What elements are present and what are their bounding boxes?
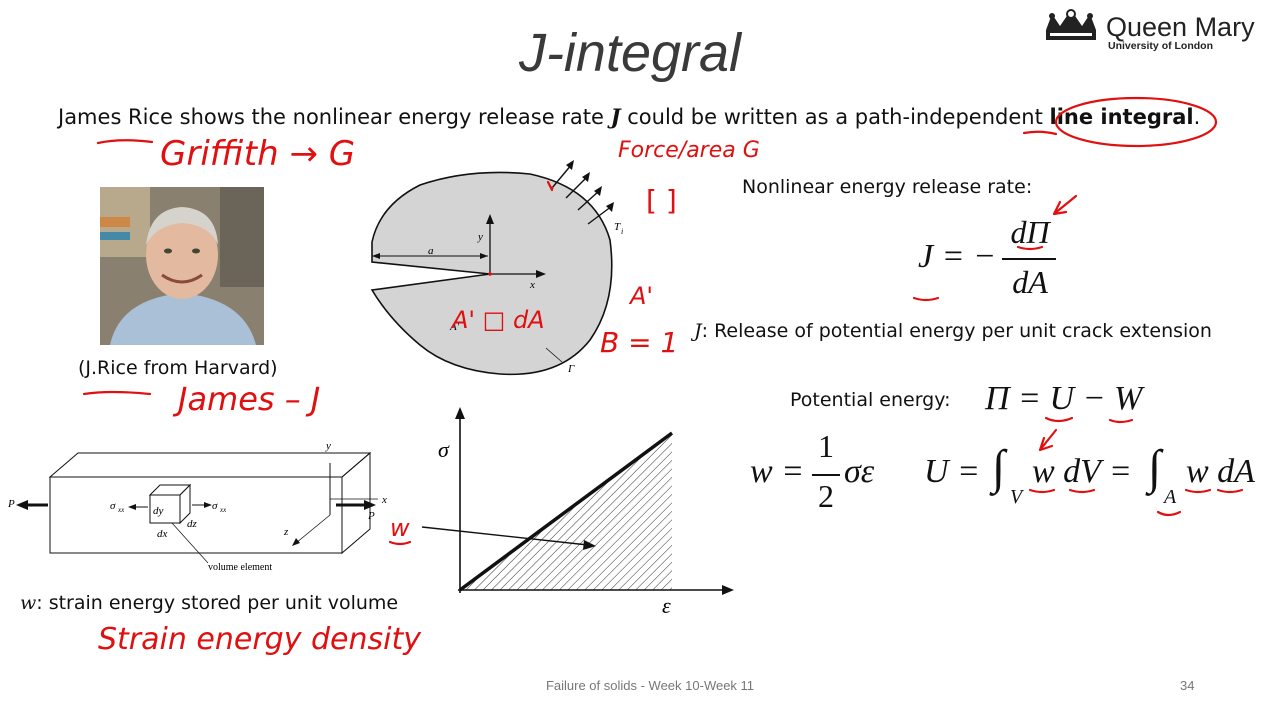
bar-volume-label: volume element	[208, 562, 272, 573]
plot-y-label: σ	[438, 437, 450, 462]
u-sub-V: V	[1010, 486, 1023, 508]
logo-subtitle: University of London	[1108, 40, 1213, 52]
label-y: y	[477, 231, 483, 243]
u-lhs: U =	[924, 453, 980, 490]
u-sub-A: A	[1164, 486, 1177, 508]
annotation-b-equals-1: B = 1	[600, 326, 679, 359]
plot-x-label: ε	[662, 593, 671, 618]
annotation-force-area: Force/area G	[618, 138, 760, 163]
annotation-a-prime: A'	[630, 282, 654, 310]
page-number: 34	[1180, 678, 1195, 693]
logo-name: Queen Mary	[1106, 12, 1255, 42]
w-numerator: 1	[818, 428, 834, 464]
j-lhs: J = −	[918, 238, 996, 275]
portrait-photo	[100, 187, 264, 345]
bar-label-sxx-right-sub: xx	[219, 506, 227, 514]
bar-label-sxx-left-sub: xx	[117, 506, 125, 514]
bar-label-P-right: P	[367, 510, 375, 522]
w-lhs: w =	[750, 453, 805, 490]
label-T-sub: i	[621, 227, 623, 236]
intro-text-2: could be written as a path-independent	[620, 105, 1050, 129]
strain-symbol: w	[20, 592, 37, 614]
bar-label-y: y	[325, 440, 331, 452]
bar-label-sxx-right: σ	[212, 500, 218, 512]
intro-symbol-j: J	[610, 104, 621, 129]
bar-volume-diagram: P P σ xx σ xx dy dz dx y x z volume elem…	[7, 440, 387, 573]
intro-bold-line-integral: line integral	[1049, 105, 1194, 129]
strain-energy-line: w: strain energy stored per unit volume	[20, 592, 398, 614]
strain-text: : strain energy stored per unit volume	[36, 592, 399, 614]
w-fraction-bar	[812, 474, 840, 476]
bar-label-P-left: P	[7, 498, 15, 510]
u-end: w dA	[1186, 453, 1255, 490]
potential-equation: Π = U − W	[985, 380, 1143, 417]
intro-sentence: James Rice shows the nonlinear energy re…	[58, 104, 1200, 129]
label-T: T	[614, 221, 621, 233]
crown-icon	[1046, 9, 1096, 40]
intro-text-1: James Rice shows the nonlinear energy re…	[58, 105, 611, 129]
release-line: J: Release of potential energy per unit …	[694, 320, 1212, 342]
bar-label-dy: dy	[153, 505, 164, 517]
intro-text-end: .	[1193, 105, 1201, 129]
bar-label-dx: dx	[157, 528, 168, 540]
stress-strain-plot: σ ε	[421, 407, 734, 618]
nonlinear-label: Nonlinear energy release rate:	[742, 176, 1033, 198]
annotation-bracket: [ ]	[646, 184, 677, 217]
w-rhs: σε	[844, 453, 875, 490]
label-gamma: Γ	[567, 363, 575, 375]
label-x: x	[529, 279, 535, 291]
j-numerator: dΠ	[1010, 214, 1050, 250]
release-text: : Release of potential energy per unit c…	[701, 320, 1212, 342]
w-denominator: 2	[818, 478, 834, 514]
j-fraction-bar	[1002, 258, 1056, 260]
annotation-w-mark: w	[390, 514, 410, 542]
u-middle: w dV =	[1032, 453, 1132, 490]
potential-label: Potential energy:	[790, 389, 951, 411]
release-symbol: J	[694, 320, 702, 342]
label-a: a	[428, 245, 434, 257]
u-integral-1: ∫	[992, 441, 1006, 494]
bar-label-sxx-left: σ	[110, 500, 116, 512]
u-integral-2: ∫	[1148, 441, 1162, 494]
slide-title: J-integral	[518, 23, 742, 83]
crack-body-diagram: a y x T i A' Γ	[370, 160, 623, 376]
footer-text: Failure of solids - Week 10-Week 11	[545, 678, 755, 693]
bar-label-x: x	[381, 494, 387, 506]
bar-label-dz: dz	[187, 518, 198, 530]
j-denominator: dA	[1012, 264, 1048, 300]
bar-label-z: z	[283, 526, 289, 538]
annotation-griffith: Griffith → G	[160, 134, 356, 174]
annotation-strain-energy-density: Strain energy density	[98, 622, 421, 657]
photo-caption: (J.Rice from Harvard)	[78, 357, 278, 379]
annotation-da-box: A' □ dA	[452, 306, 545, 334]
label-A-prime: A'	[449, 321, 460, 333]
annotation-james-j: James – J	[178, 380, 321, 418]
